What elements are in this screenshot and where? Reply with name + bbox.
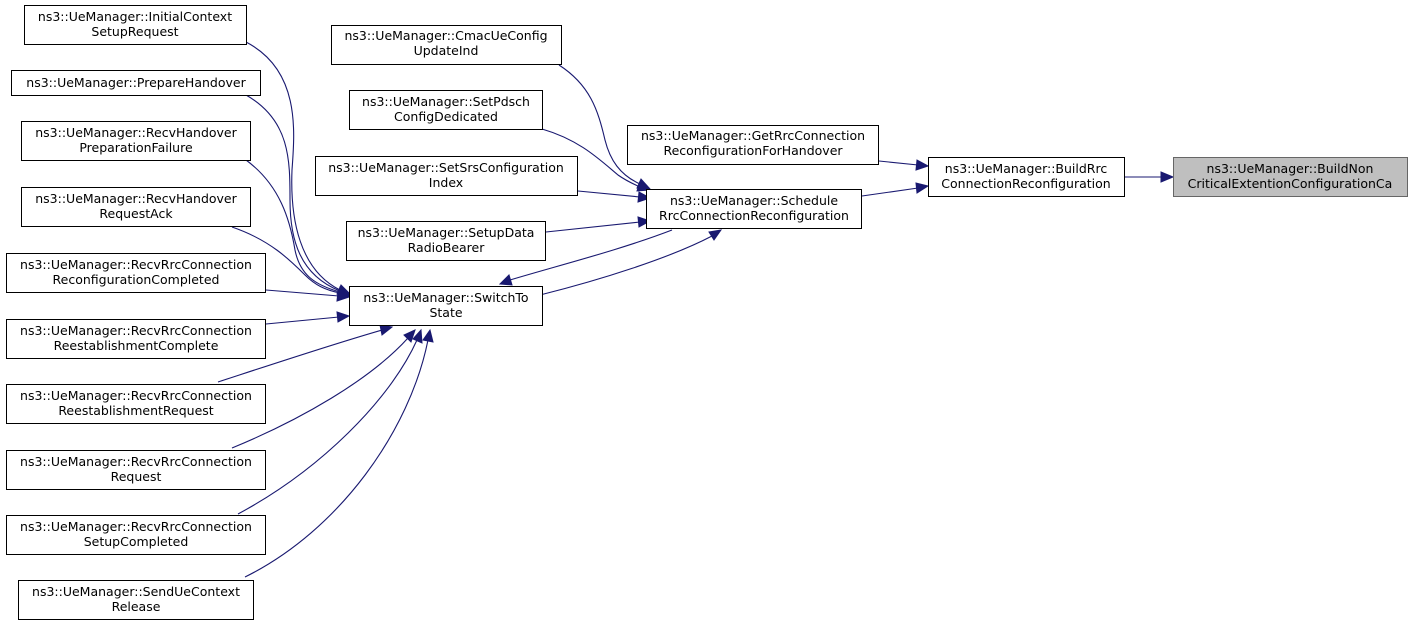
node-initial-context-setup-request[interactable]: ns3::UeManager::InitialContext SetupRequ… xyxy=(24,5,247,45)
node-send-ue-context-release[interactable]: ns3::UeManager::SendUeContext Release xyxy=(18,580,254,620)
node-label-line2: ConnectionReconfiguration xyxy=(941,176,1110,191)
node-label-line1: ns3::UeManager::PrepareHandover xyxy=(26,75,246,90)
node-label-line2: ReestablishmentComplete xyxy=(54,338,219,353)
edge-get-rrc-handover-to-build-rrc xyxy=(878,159,930,171)
node-label-line1: ns3::UeManager::BuildNon xyxy=(1207,161,1374,176)
node-build-rrc-connection-reconfiguration[interactable]: ns3::UeManager::BuildRrc ConnectionRecon… xyxy=(928,157,1125,197)
node-setup-data-radio-bearer[interactable]: ns3::UeManager::SetupData RadioBearer xyxy=(346,221,546,261)
node-label-line1: ns3::UeManager::SendUeContext xyxy=(32,584,240,599)
node-label-line2: CriticalExtentionConfigurationCa xyxy=(1188,176,1393,191)
node-label-line2: ReconfigurationForHandover xyxy=(663,143,843,158)
node-label-line2: SetupCompleted xyxy=(84,534,189,549)
node-recv-handover-request-ack[interactable]: ns3::UeManager::RecvHandover RequestAck xyxy=(21,187,251,227)
node-label-line2: RadioBearer xyxy=(408,240,486,255)
node-label-line1: ns3::UeManager::RecvHandover xyxy=(35,125,237,140)
node-label-line2: ReconfigurationCompleted xyxy=(53,272,220,287)
node-label-line1: ns3::UeManager::SetPdsch xyxy=(362,94,530,109)
node-label-line2: UpdateInd xyxy=(414,43,479,58)
edge-recv-rrc-reest-req-to-switch-to xyxy=(217,324,394,383)
edge-recv-rrc-req-to-switch-to xyxy=(231,329,416,449)
node-label-line1: ns3::UeManager::RecvRrcConnection xyxy=(20,257,252,272)
node-label-line1: ns3::UeManager::BuildRrc xyxy=(945,161,1108,176)
edge-schedule-to-build-rrc xyxy=(861,182,930,197)
node-recv-handover-preparation-failure[interactable]: ns3::UeManager::RecvHandover Preparation… xyxy=(21,121,251,161)
node-build-non-critical-extention-configuration-ca[interactable]: ns3::UeManager::BuildNon CriticalExtenti… xyxy=(1173,157,1408,197)
node-label-line1: ns3::UeManager::RecvRrcConnection xyxy=(20,519,252,534)
node-label-line2: Release xyxy=(112,599,161,614)
node-label-line2: RequestAck xyxy=(99,206,173,221)
edge-schedule-to-switch-to xyxy=(498,229,673,286)
node-label-line2: RrcConnectionReconfiguration xyxy=(659,208,849,223)
edge-setup-data-to-schedule xyxy=(545,216,652,233)
edge-switch-to-to-schedule xyxy=(539,229,723,296)
edge-recv-rrc-reest-compl-to-switch-to xyxy=(265,311,351,325)
node-label-line2: Index xyxy=(429,175,463,190)
node-get-rrc-connection-reconfiguration-for-handover[interactable]: ns3::UeManager::GetRrcConnection Reconfi… xyxy=(627,125,879,165)
node-label-line2: Request xyxy=(111,469,162,484)
node-label-line1: ns3::UeManager::SetSrsConfiguration xyxy=(328,160,564,175)
node-label-line1: ns3::UeManager::CmacUeConfig xyxy=(344,28,547,43)
edge-set-pdsch-to-schedule xyxy=(541,128,652,192)
node-recv-rrc-connection-reestablishment-complete[interactable]: ns3::UeManager::RecvRrcConnection Reesta… xyxy=(6,319,266,359)
node-recv-rrc-connection-reestablishment-request[interactable]: ns3::UeManager::RecvRrcConnection Reesta… xyxy=(6,384,266,424)
edge-set-srs-to-schedule xyxy=(577,190,652,203)
node-recv-rrc-connection-reconfiguration-completed[interactable]: ns3::UeManager::RecvRrcConnection Reconf… xyxy=(6,253,266,293)
node-prepare-handover[interactable]: ns3::UeManager::PrepareHandover xyxy=(11,70,261,96)
node-label-line2: State xyxy=(429,305,462,320)
node-label-line2: ReestablishmentRequest xyxy=(58,403,213,418)
edge-build-rrc-to-focus xyxy=(1125,171,1175,183)
node-label-line1: ns3::UeManager::SwitchTo xyxy=(363,290,528,305)
node-label-line1: ns3::UeManager::RecvRrcConnection xyxy=(20,388,252,403)
node-label-line1: ns3::UeManager::RecvRrcConnection xyxy=(20,323,252,338)
node-label-line2: SetupRequest xyxy=(91,24,178,39)
edge-recv-rrc-setup-compl-to-switch-to xyxy=(237,328,423,515)
node-set-pdsch-config-dedicated[interactable]: ns3::UeManager::SetPdsch ConfigDedicated xyxy=(349,90,543,130)
node-recv-rrc-connection-setup-completed[interactable]: ns3::UeManager::RecvRrcConnection SetupC… xyxy=(6,515,266,555)
node-label-line1: ns3::UeManager::RecvRrcConnection xyxy=(20,454,252,469)
node-label-line1: ns3::UeManager::SetupData xyxy=(358,225,535,240)
edge-recv-rrc-reconf-compl-to-switch-to xyxy=(265,289,351,302)
node-schedule-rrc-connection-reconfiguration[interactable]: ns3::UeManager::Schedule RrcConnectionRe… xyxy=(646,189,862,229)
node-label-line1: ns3::UeManager::InitialContext xyxy=(38,9,232,24)
node-label-line2: ConfigDedicated xyxy=(394,109,498,124)
node-switch-to-state[interactable]: ns3::UeManager::SwitchTo State xyxy=(349,286,543,326)
node-label-line2: PreparationFailure xyxy=(79,140,193,155)
node-label-line1: ns3::UeManager::Schedule xyxy=(670,193,838,208)
edge-send-ue-ctx-release-to-switch-to xyxy=(244,328,434,578)
node-label-line1: ns3::UeManager::GetRrcConnection xyxy=(641,128,865,143)
node-label-line1: ns3::UeManager::RecvHandover xyxy=(35,191,237,206)
node-recv-rrc-connection-request[interactable]: ns3::UeManager::RecvRrcConnection Reques… xyxy=(6,450,266,490)
node-set-srs-configuration-index[interactable]: ns3::UeManager::SetSrsConfiguration Inde… xyxy=(315,156,578,196)
node-cmac-ue-config-update-ind[interactable]: ns3::UeManager::CmacUeConfig UpdateInd xyxy=(331,25,562,65)
